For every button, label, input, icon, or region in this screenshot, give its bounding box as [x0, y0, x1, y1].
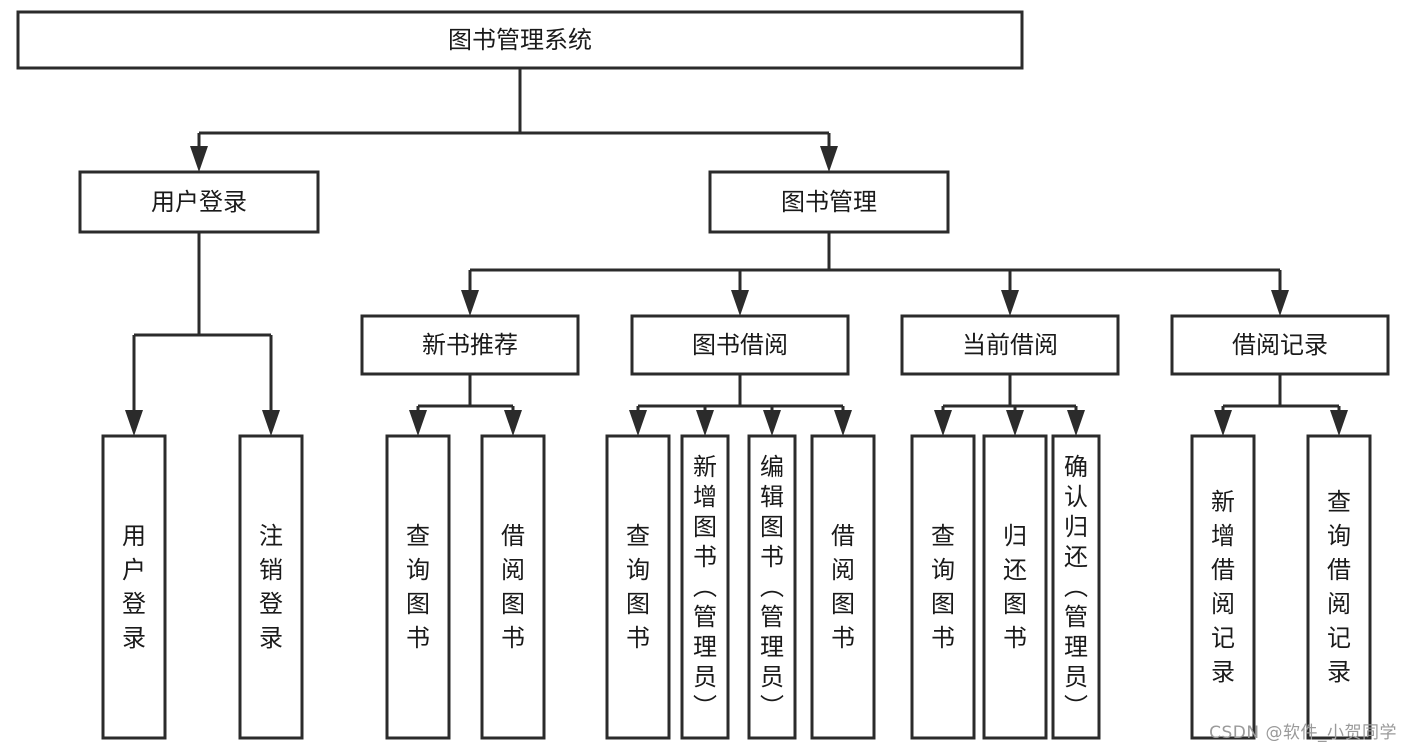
node-label: 图书管理 [781, 188, 877, 216]
node-label: 当前借阅 [962, 331, 1058, 359]
node-leaf-12[interactable]: 查询借阅记录 [1306, 434, 1372, 740]
node-leaf-5[interactable]: 新增图书︵管理员︶ [680, 434, 730, 740]
node-leaf-10[interactable]: 确认归还︵管理员︶ [1051, 434, 1101, 740]
node-leaf-1[interactable]: 注销登录 [238, 434, 304, 740]
node-layer: 图书管理系统用户登录图书管理新书推荐图书借阅当前借阅借阅记录用户登录注销登录查询… [16, 10, 1390, 740]
connector-layer [125, 68, 1348, 436]
node-label: 查询图书 [406, 522, 430, 652]
node-label: 图书借阅 [692, 331, 788, 359]
node-label: 注销登录 [259, 522, 283, 652]
node-label: 图书管理系统 [448, 26, 592, 54]
node-level2-1[interactable]: 图书管理 [708, 170, 950, 234]
node-label: 用户登录 [151, 188, 247, 216]
node-label: 新书推荐 [422, 331, 518, 359]
node-leaf-11[interactable]: 新增借阅记录 [1190, 434, 1256, 740]
node-leaf-2[interactable]: 查询图书 [385, 434, 451, 740]
node-label: 借阅图书 [831, 522, 855, 652]
node-label: 确认归还︵管理员︶ [1064, 453, 1088, 721]
node-label: 查询借阅记录 [1327, 488, 1351, 686]
node-leaf-0[interactable]: 用户登录 [101, 434, 167, 740]
node-label: 查询图书 [626, 522, 650, 652]
node-level3-1[interactable]: 图书借阅 [630, 314, 850, 376]
node-leaf-9[interactable]: 归还图书 [982, 434, 1048, 740]
node-label: 归还图书 [1003, 522, 1027, 652]
node-label: 编辑图书︵管理员︶ [760, 453, 784, 721]
node-leaf-6[interactable]: 编辑图书︵管理员︶ [747, 434, 797, 740]
node-label: 查询图书 [931, 522, 955, 652]
node-leaf-4[interactable]: 查询图书 [605, 434, 671, 740]
node-label: 借阅记录 [1232, 331, 1328, 359]
node-root-图书管理系统[interactable]: 图书管理系统 [16, 10, 1024, 70]
node-leaf-7[interactable]: 借阅图书 [810, 434, 876, 740]
node-level2-0[interactable]: 用户登录 [78, 170, 320, 234]
node-level3-3[interactable]: 借阅记录 [1170, 314, 1390, 376]
node-label: 用户登录 [122, 522, 146, 652]
node-label: 借阅图书 [501, 522, 525, 652]
node-label: 新增图书︵管理员︶ [693, 453, 717, 721]
node-level3-2[interactable]: 当前借阅 [900, 314, 1120, 376]
node-label: 新增借阅记录 [1211, 488, 1235, 686]
node-level3-0[interactable]: 新书推荐 [360, 314, 580, 376]
node-leaf-3[interactable]: 借阅图书 [480, 434, 546, 740]
node-leaf-8[interactable]: 查询图书 [910, 434, 976, 740]
